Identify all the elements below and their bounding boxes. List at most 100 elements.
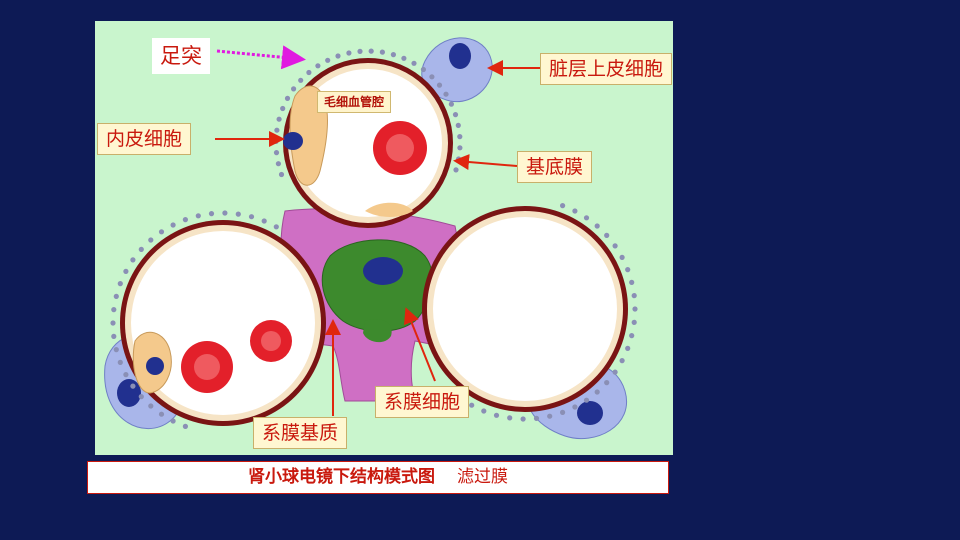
foot-process-dot <box>118 360 123 365</box>
foot-process-dot <box>453 167 458 172</box>
foot-process-dot <box>421 67 426 72</box>
foot-process-dot <box>139 247 144 252</box>
foot-process-dot <box>236 212 241 217</box>
foot-process-dot <box>110 320 115 325</box>
foot-process-dot <box>629 280 634 285</box>
foot-process-dot <box>457 134 462 139</box>
foot-process-dot <box>274 150 279 155</box>
mesangial-cell <box>322 240 432 331</box>
foot-process-dot <box>595 223 600 228</box>
foot-process-dot <box>249 214 254 219</box>
foot-process-dot <box>346 50 351 55</box>
podocyte-nucleus <box>117 379 141 407</box>
foot-process-dot <box>280 106 285 111</box>
endothelial-nucleus <box>283 132 303 150</box>
foot-process-dot <box>315 63 320 68</box>
foot-process-dot <box>298 78 303 83</box>
foot-process-dot <box>620 255 625 260</box>
foot-process-dot <box>279 172 284 177</box>
foot-process-dot <box>401 56 406 61</box>
foot-process-dot <box>171 418 176 423</box>
arrow-basement-membrane <box>457 161 517 166</box>
foot-process-dot <box>547 414 552 419</box>
foot-process-dot <box>429 74 434 79</box>
foot-process-dot <box>595 389 600 394</box>
label-visceral-epithelial-cell: 脏层上皮细胞 <box>540 53 672 85</box>
caption-title: 肾小球电镜下结构模式图 <box>248 467 435 487</box>
foot-process-dot <box>629 333 634 338</box>
foot-process-dot <box>183 217 188 222</box>
foot-process-dot <box>196 213 201 218</box>
label-mesangial-cell: 系膜细胞 <box>375 386 469 418</box>
podocyte-nucleus <box>449 43 471 69</box>
foot-process-dot <box>613 370 618 375</box>
foot-process-dot <box>277 117 282 122</box>
foot-process-dot <box>222 210 227 215</box>
foot-process-dot <box>274 224 279 229</box>
foot-process-dot <box>148 237 153 242</box>
foot-process-dot <box>159 412 164 417</box>
foot-process-dot <box>632 306 637 311</box>
foot-process-dot <box>139 394 144 399</box>
foot-process-dot <box>521 416 526 421</box>
capillary-lumen-right <box>433 217 617 401</box>
foot-process-dot <box>357 49 362 54</box>
foot-process-dot <box>183 424 188 429</box>
glomerulus-figure: 足突 毛细血管腔 脏层上皮细胞 内皮细胞 基底膜 系膜细胞 系膜基质 <box>95 21 673 455</box>
label-basement-membrane: 基底膜 <box>517 151 592 183</box>
foot-process-dot <box>130 257 135 262</box>
arrow-foot-process <box>217 51 300 59</box>
foot-process-dot <box>625 267 630 272</box>
foot-process-dot <box>335 53 340 58</box>
foot-process-dot <box>111 307 116 312</box>
foot-process-dot <box>276 161 281 166</box>
foot-process-dot <box>456 123 461 128</box>
foot-process-dot <box>130 384 135 389</box>
foot-process-dot <box>411 61 416 66</box>
foot-process-dot <box>494 413 499 418</box>
foot-process-dot <box>604 380 609 385</box>
foot-process-dot <box>620 358 625 363</box>
foot-process-dot <box>507 415 512 420</box>
label-foot-process: 足突 <box>152 38 210 74</box>
foot-process-dot <box>613 243 618 248</box>
foot-process-dot <box>114 294 119 299</box>
caption-subtitle: 滤过膜 <box>457 467 508 487</box>
endothelial-nucleus <box>146 357 164 375</box>
foot-process-dot <box>391 52 396 57</box>
foot-process-dot <box>457 145 462 150</box>
foot-process-dot <box>111 334 116 339</box>
foot-process-dot <box>148 403 153 408</box>
foot-process-dot <box>560 203 565 208</box>
foot-process-dot <box>274 128 279 133</box>
foot-process-dot <box>534 416 539 421</box>
podocyte-nucleus <box>577 401 603 425</box>
foot-process-dot <box>159 229 164 234</box>
foot-process-dot <box>453 112 458 117</box>
foot-process-dot <box>437 83 442 88</box>
foot-process-dot <box>325 58 330 63</box>
foot-process-dot <box>123 269 128 274</box>
label-capillary-lumen: 毛细血管腔 <box>317 91 391 113</box>
foot-process-dot <box>625 346 630 351</box>
foot-process-dot <box>443 92 448 97</box>
foot-process-dot <box>262 218 267 223</box>
foot-process-dot <box>604 233 609 238</box>
foot-process-dot <box>584 398 589 403</box>
foot-process-dot <box>560 410 565 415</box>
foot-process-dot <box>449 102 454 107</box>
figure-caption: 肾小球电镜下结构模式图 滤过膜 <box>87 461 669 494</box>
mesangial-cell-nucleus <box>363 257 403 285</box>
foot-process-dot <box>481 408 486 413</box>
foot-process-dot <box>306 70 311 75</box>
foot-process-dot <box>584 215 589 220</box>
foot-process-dot <box>632 293 637 298</box>
foot-process-dot <box>469 403 474 408</box>
foot-process-dot <box>291 86 296 91</box>
foot-process-dot <box>572 208 577 213</box>
label-mesangial-matrix: 系膜基质 <box>253 417 347 449</box>
foot-process-dot <box>572 404 577 409</box>
foot-process-dot <box>285 96 290 101</box>
foot-process-dot <box>123 372 128 377</box>
